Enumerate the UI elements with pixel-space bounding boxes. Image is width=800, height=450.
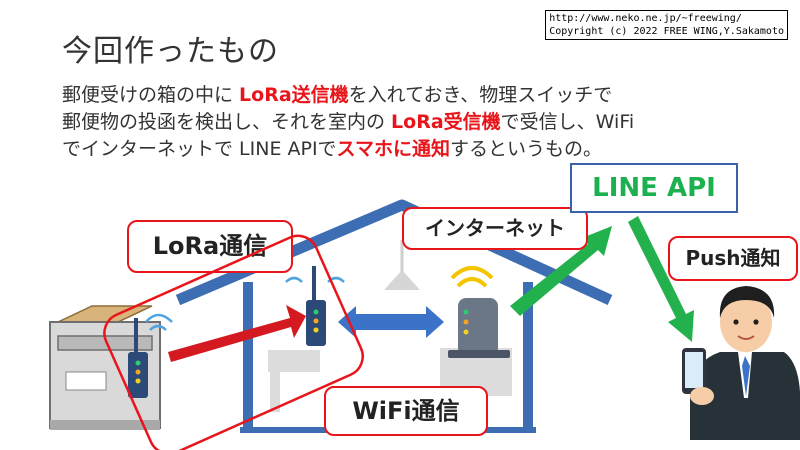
desc-highlight-lora-sender: LoRa送信機 xyxy=(239,84,349,106)
desc-text: でインターネットで LINE APIで xyxy=(62,138,337,160)
copyright-box: http://www.neko.ne.jp/~freewing/ Copyrig… xyxy=(545,10,788,40)
push-notification-label: Push通知 xyxy=(668,236,798,281)
description-line-1: 郵便受けの箱の中に LoRa送信機を入れておき、物理スイッチで xyxy=(62,82,782,109)
desc-text: 郵便受けの箱の中に xyxy=(62,84,240,106)
copyright-text: Copyright (c) 2022 FREE WING,Y.Sakamoto xyxy=(549,26,784,37)
internet-arrow xyxy=(510,226,612,316)
internet-label: インターネット xyxy=(402,207,588,250)
person-with-smartphone xyxy=(682,286,800,440)
line-api-box: LINE API xyxy=(570,163,738,213)
desc-text: 郵便物の投函を検出し、それを室内の xyxy=(62,111,392,133)
wifi-router-icon xyxy=(448,266,510,358)
description-line-2: 郵便物の投函を検出し、それを室内の LoRa受信機で受信し、WiFi xyxy=(62,109,782,136)
desc-text: を入れておき、物理スイッチで xyxy=(348,84,613,106)
wifi-communication-label: WiFi通信 xyxy=(324,386,488,436)
description: 郵便受けの箱の中に LoRa送信機を入れておき、物理スイッチで 郵便物の投函を検… xyxy=(62,82,782,163)
desc-text: で受信し、WiFi xyxy=(500,111,635,133)
desc-highlight-smartphone-notify: スマホに通知 xyxy=(336,138,450,160)
copyright-url: http://www.neko.ne.jp/~freewing/ xyxy=(549,13,742,24)
desc-text: するというもの。 xyxy=(449,138,602,160)
wifi-double-arrow xyxy=(338,306,444,338)
desc-highlight-lora-receiver: LoRa受信機 xyxy=(391,111,501,133)
push-arrow xyxy=(628,216,694,342)
description-line-3: でインターネットで LINE APIでスマホに通知するというもの。 xyxy=(62,136,782,163)
lora-communication-label: LoRa通信 xyxy=(127,220,293,273)
page-title: 今回作ったもの xyxy=(62,34,279,69)
